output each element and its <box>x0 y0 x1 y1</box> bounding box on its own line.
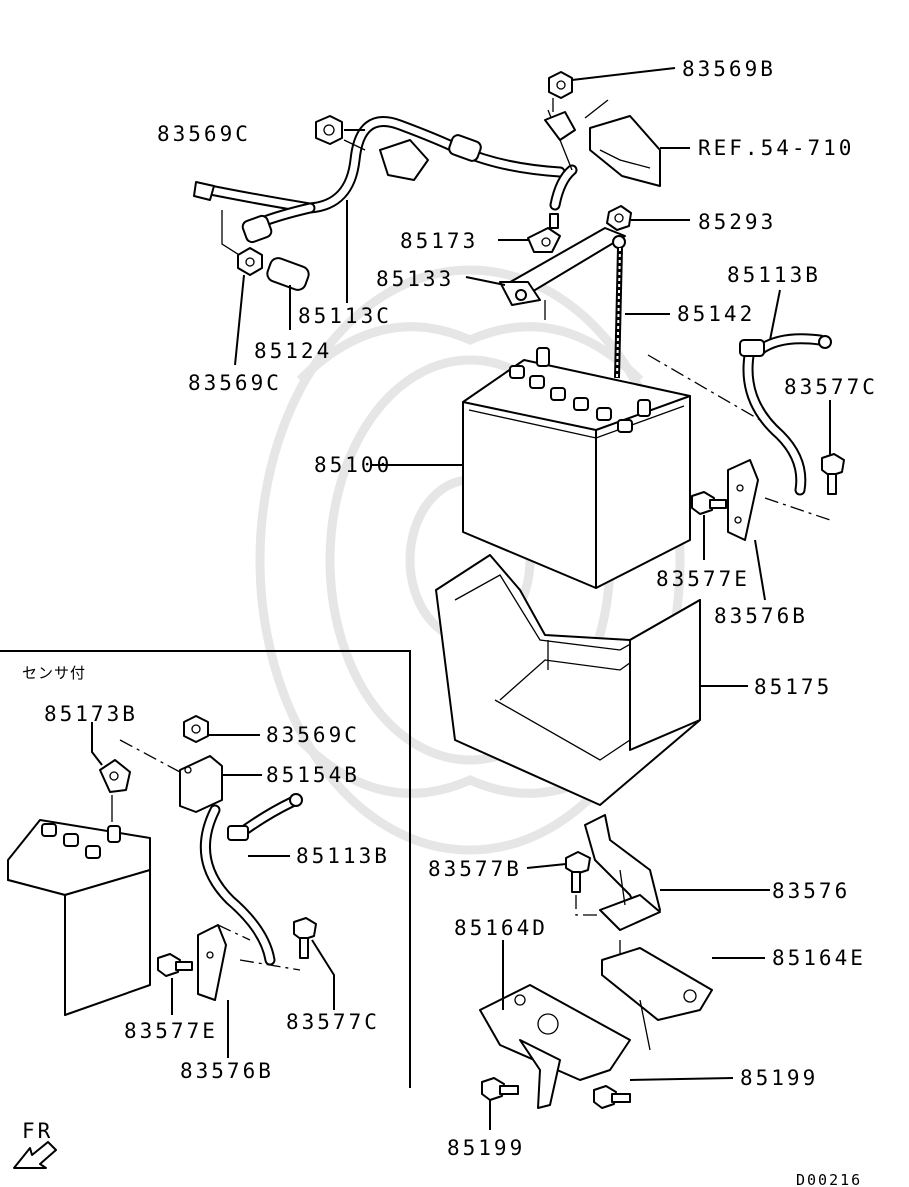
bracket-85164d <box>479 984 651 1109</box>
part-labels: 83569B 83569C REF.54-710 85293 85173 851… <box>157 57 878 1160</box>
hold-down-bar-85133 <box>499 227 626 320</box>
front-direction-indicator: FR <box>13 1119 57 1169</box>
nut-83569b <box>548 71 573 112</box>
label-85173: 85173 <box>400 229 478 253</box>
label-85175: 85175 <box>754 675 832 699</box>
label-83577c-right: 83577C <box>784 375 878 399</box>
label-ref-54-710: REF.54-710 <box>698 136 854 160</box>
hold-down-rod-85142 <box>614 247 623 379</box>
label-85164d: 85164D <box>454 916 548 940</box>
nut-83569c-top <box>315 115 366 151</box>
label-85124: 85124 <box>254 339 332 363</box>
label-83576b-right: 83576B <box>714 604 808 628</box>
label-83569c-top: 83569C <box>157 122 251 146</box>
drawing-code: D00216 <box>796 1171 862 1187</box>
inset-bracket-83576b <box>197 924 301 1001</box>
inset-sensor-variant: センサ付 <box>0 650 411 1088</box>
label-83577e-right: 83577E <box>656 567 750 591</box>
label-85164e: 85164E <box>772 946 866 970</box>
label-85293: 85293 <box>698 210 776 234</box>
bracket-83576 <box>584 814 661 931</box>
bolt-83577e-right <box>691 491 727 515</box>
ref-bracket-54-710 <box>544 99 661 187</box>
battery-tray-85175 <box>435 554 701 806</box>
label-83569c-left: 83569C <box>188 371 282 395</box>
inset-label-83577e: 83577E <box>124 1019 218 1043</box>
inset-label-85173b: 85173B <box>44 702 138 726</box>
bolt-83577c-right <box>821 453 845 495</box>
connector-85124 <box>266 257 310 291</box>
inset-battery <box>7 819 151 1016</box>
inset-bolt-83577c <box>293 917 317 959</box>
nut-85293 <box>606 205 632 231</box>
inset-sensor-85154b <box>179 755 223 813</box>
inset-bolt-83577e <box>157 953 193 977</box>
label-85113c: 85113C <box>298 304 392 328</box>
terminal-85173 <box>527 164 578 253</box>
cable-85113c <box>193 116 566 259</box>
inset-label-83569c: 83569C <box>266 723 360 747</box>
inset-label-85154b: 85154B <box>266 763 360 787</box>
battery-85100 <box>462 347 691 589</box>
battery-vent-caps <box>509 347 651 433</box>
label-85100: 85100 <box>314 453 392 477</box>
label-85199-right: 85199 <box>740 1066 818 1090</box>
label-83577b: 83577B <box>428 857 522 881</box>
label-85113b-right: 85113B <box>727 263 821 287</box>
inset-label-83576b: 83576B <box>180 1059 274 1083</box>
bolt-85199-bottom <box>481 1077 519 1101</box>
inset-cable-85113b <box>199 793 303 966</box>
bracket-83576b-right <box>727 459 759 541</box>
label-85199-bottom: 85199 <box>447 1136 525 1160</box>
inset-terminal-85173b <box>99 739 181 822</box>
arrow-down-left-icon <box>13 1141 57 1169</box>
fr-label: FR <box>22 1119 53 1143</box>
label-83569b: 83569B <box>682 57 776 81</box>
inset-nut-83569c <box>183 715 209 743</box>
bolt-85199-right <box>593 1085 631 1109</box>
inset-label-85113b: 85113B <box>296 844 390 868</box>
label-83576: 83576 <box>772 879 850 903</box>
nut-83569c-left <box>237 247 263 276</box>
cable-85113b-right <box>647 333 832 521</box>
label-85133: 85133 <box>376 267 454 291</box>
bolt-83577b <box>565 851 600 916</box>
inset-title: センサ付 <box>22 664 86 682</box>
label-85142: 85142 <box>677 302 755 326</box>
inset-label-83577c: 83577C <box>286 1010 380 1034</box>
leader-lines <box>234 67 831 1130</box>
bracket-85164e <box>601 940 713 1021</box>
